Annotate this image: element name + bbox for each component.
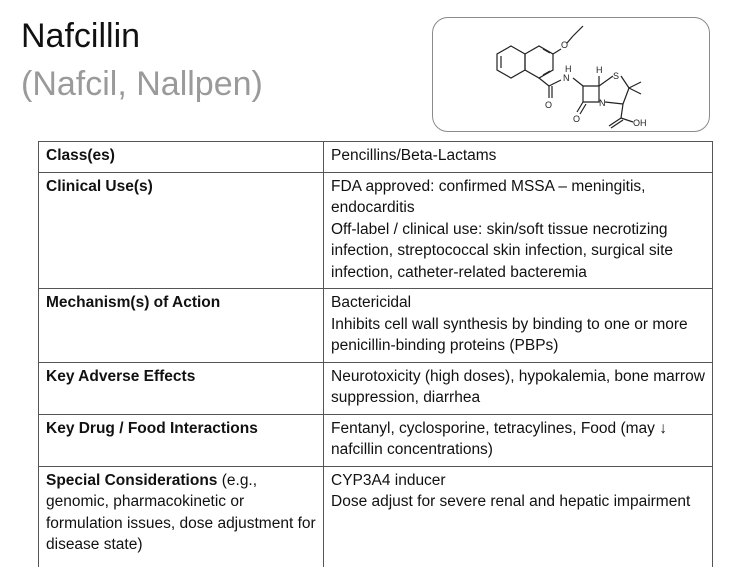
row-label-cell: Key Adverse Effects <box>38 361 324 415</box>
atom-label: S <box>613 71 619 81</box>
chemical-structure-box: O N H H S N O O OH <box>432 17 710 132</box>
row-label: Special Considerations <box>46 471 218 489</box>
row-value-cell: Neurotoxicity (high doses), hypokalemia,… <box>323 361 713 415</box>
drug-name-title: Nafcillin <box>21 17 141 55</box>
row-label: Mechanism(s) of Action <box>46 294 221 311</box>
chemical-structure-diagram: O N H H S N O O OH <box>496 25 647 129</box>
row-value-text: Fentanyl, cyclosporine, tetracylines, Fo… <box>331 419 667 459</box>
row-value-text: CYP3A4 inducer <box>331 471 446 489</box>
row-value-text: Neurotoxicity (high doses), hypokalemia,… <box>331 367 705 407</box>
row-label-cell: Class(es) <box>38 141 324 173</box>
atom-label: OH <box>633 118 647 128</box>
table-row: Key Drug / Food Interactions Fentanyl, cy… <box>38 413 713 467</box>
row-label: Class(es) <box>46 147 115 164</box>
row-label-note: (e.g., genomic, pharmacokinetic or formu… <box>46 471 316 554</box>
row-label-cell: Mechanism(s) of Action <box>38 288 324 363</box>
atom-label: O <box>561 40 568 50</box>
atom-label: N <box>599 98 606 108</box>
row-label-cell: Clinical Use(s) <box>38 171 324 289</box>
atom-label: N <box>563 73 570 83</box>
row-value-text: Inhibits cell wall synthesis by binding … <box>331 315 688 355</box>
table-row: Class(es) Pencillins/Beta-Lactams <box>38 141 713 173</box>
row-value-text: FDA approved: confirmed MSSA – meningiti… <box>331 177 646 217</box>
row-value-cell: FDA approved: confirmed MSSA – meningiti… <box>323 171 713 289</box>
row-value-cell: Pencillins/Beta-Lactams <box>323 141 713 173</box>
row-value-text: Off-label / clinical use: skin/soft tiss… <box>331 220 674 281</box>
row-label: Clinical Use(s) <box>46 177 153 195</box>
atom-label: O <box>573 114 580 124</box>
table-row: Key Adverse Effects Neurotoxicity (high d… <box>38 361 713 415</box>
row-label-cell: Key Drug / Food Interactions <box>38 413 324 467</box>
atom-label: O <box>545 100 552 110</box>
row-value-cell: Fentanyl, cyclosporine, tetracylines, Fo… <box>323 413 713 467</box>
row-label: Key Adverse Effects <box>46 367 196 385</box>
brand-names-subtitle: (Nafcil, Nallpen) <box>21 65 263 103</box>
atom-label: H <box>596 65 603 75</box>
atom-label: H <box>565 64 572 74</box>
table-row: Clinical Use(s) FDA approved: confirmed M… <box>38 171 713 289</box>
row-label-cell: Special Considerations (e.g., genomic, p… <box>38 465 324 567</box>
row-value-text: Dose adjust for severe renal and hepatic… <box>331 493 691 510</box>
row-value-text: Pencillins/Beta-Lactams <box>331 147 497 164</box>
row-label: Key Drug / Food Interactions <box>46 419 258 437</box>
beta-lactam-ring <box>582 85 600 103</box>
naphthalene-ring-b <box>524 45 554 79</box>
table-row: Special Considerations (e.g., genomic, p… <box>38 465 713 567</box>
row-value-text: Bactericidal <box>331 294 412 311</box>
